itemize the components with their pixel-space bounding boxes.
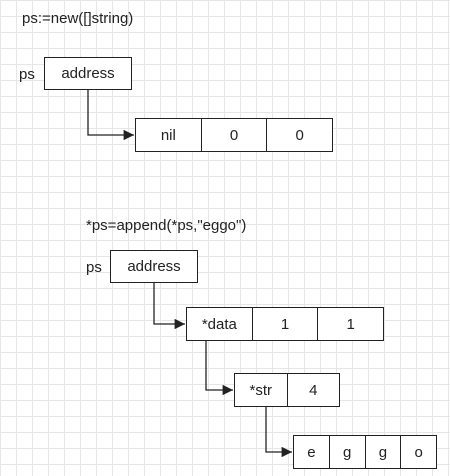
arrow-ps-to-slice-header: [153, 283, 185, 330]
header-cell-len-2: 1: [251, 308, 318, 340]
string-cell-ptr: *str: [249, 381, 273, 399]
header-cell-cap: 0: [266, 119, 332, 151]
ps-pointer-box: address: [44, 57, 132, 90]
slice-header-box-empty: nil 0 0: [135, 118, 333, 152]
caption-new-slice: ps:=new([]string): [22, 10, 134, 27]
byte-cell-g1: g: [328, 436, 365, 468]
arrow-data-to-string: [205, 341, 233, 396]
byte-cell-e: e: [307, 443, 316, 461]
bytes-box: e g g o: [293, 435, 437, 469]
string-cell-len: 4: [286, 374, 340, 406]
pointer-cell: address: [61, 65, 115, 82]
var-label-ps: ps: [19, 66, 35, 83]
ps-pointer-box-2: address: [110, 250, 198, 283]
header-cell-len: 0: [200, 119, 267, 151]
byte-cell-g2: g: [364, 436, 401, 468]
slice-header-box: *data 1 1: [186, 307, 384, 341]
arrow-str-to-bytes: [265, 407, 292, 458]
byte-cell-o: o: [400, 436, 436, 468]
header-cell-data-2: *data: [201, 315, 237, 333]
header-cell-cap-2: 1: [317, 308, 383, 340]
pointer-cell-2: address: [127, 258, 181, 275]
caption-append: *ps=append(*ps,"eggo"): [86, 217, 247, 234]
arrow-ps-to-header: [87, 90, 134, 141]
var-label-ps-2: ps: [86, 259, 102, 276]
string-header-box: *str 4: [234, 373, 340, 407]
header-cell-data: nil: [160, 126, 176, 144]
